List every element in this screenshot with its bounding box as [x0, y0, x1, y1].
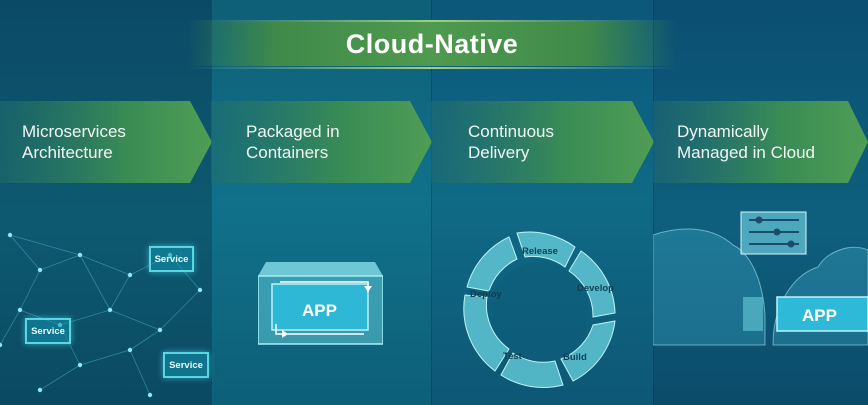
pillar-label-line: Packaged in: [246, 122, 340, 141]
service-box: Service: [163, 352, 209, 378]
chevron-arrow-icon: [431, 101, 654, 183]
cloud-app-label: APP: [802, 306, 837, 325]
service-label: Service: [154, 253, 189, 265]
pillar-label: Microservices Architecture: [22, 121, 126, 163]
pillar-label: Dynamically Managed in Cloud: [677, 121, 815, 163]
title-line-top: [187, 20, 677, 22]
column-divider: [211, 0, 212, 405]
column-divider: [653, 0, 654, 405]
service-label: Service: [31, 325, 65, 337]
chevron-arrow-icon: [0, 101, 212, 183]
pillar-label-line: Delivery: [468, 143, 530, 162]
delivery-cycle-icon: [463, 231, 616, 388]
pillar-cloud: Dynamically Managed in Cloud: [653, 101, 868, 183]
pillar-label-line: Dynamically: [677, 122, 769, 141]
pillar-label-line: Microservices: [22, 122, 126, 141]
container-app-label: APP: [302, 301, 337, 320]
cycle-stage: Build: [563, 352, 587, 363]
pillar-label-line: Continuous: [468, 122, 555, 141]
column-cloud: [653, 0, 868, 405]
page-title: Cloud-Native: [345, 28, 519, 59]
cycle-stage: Develop: [577, 283, 614, 294]
pillar-label-line: Containers: [246, 143, 329, 162]
pillar-label: Continuous Delivery: [468, 121, 554, 163]
cloud-icon: [653, 211, 868, 346]
chevron-arrow-icon: [653, 101, 868, 183]
container-icon: [258, 262, 383, 345]
title-band: Cloud-Native: [187, 22, 677, 66]
column-divider: [431, 0, 432, 405]
chevron-arrow-icon: [211, 101, 432, 183]
service-box: Service: [25, 318, 71, 344]
pillar-label-line: Architecture: [22, 143, 113, 162]
cycle-stage: Deploy: [470, 289, 502, 300]
pillar-label-line: Managed in Cloud: [677, 143, 815, 162]
pillar-containers: Packaged in Containers: [211, 101, 432, 183]
title-line-bottom: [187, 67, 677, 69]
pillar-delivery: Continuous Delivery: [431, 101, 654, 183]
service-box: Service: [149, 246, 194, 272]
pillar-label: Packaged in Containers: [246, 121, 340, 163]
cycle-stage: Test: [503, 351, 522, 362]
cycle-stage: Release: [522, 246, 558, 257]
service-label: Service: [169, 359, 203, 371]
pillar-microservices: Microservices Architecture: [0, 101, 212, 183]
